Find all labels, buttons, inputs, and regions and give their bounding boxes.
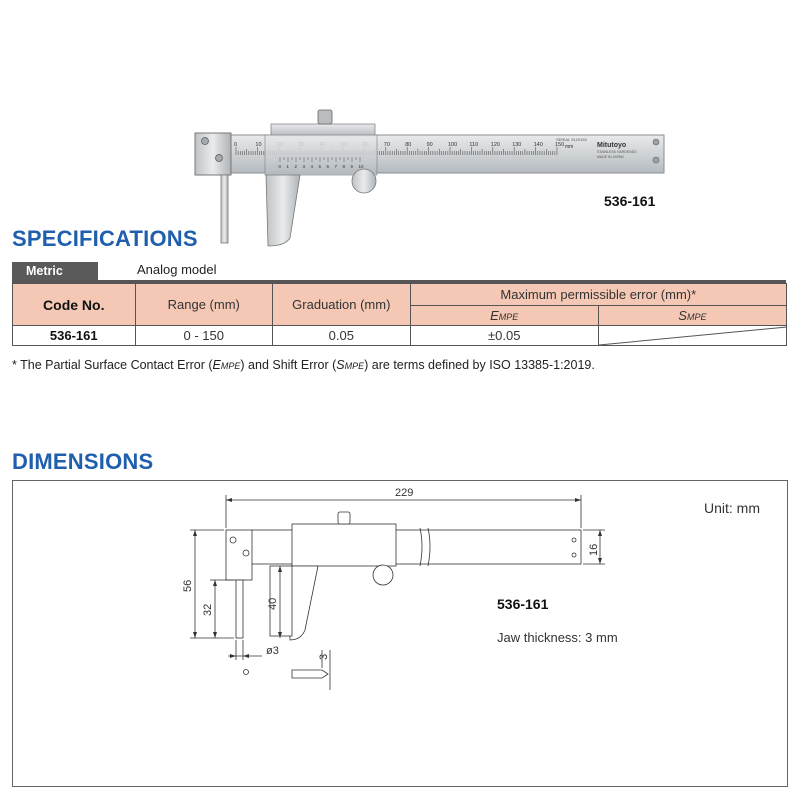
drawing-screw bbox=[229, 536, 237, 544]
footnote: * The Partial Surface Contact Error (EMP… bbox=[12, 358, 595, 372]
specifications-heading: SPECIFICATIONS bbox=[12, 226, 198, 251]
serial-text: SERIAL 9120163 bbox=[556, 137, 588, 142]
header-graduation: Graduation (mm) bbox=[272, 283, 411, 326]
scale-label: 110 bbox=[469, 142, 478, 148]
vernier-label: 2 bbox=[295, 164, 298, 169]
header-empe: EMPE bbox=[409, 305, 599, 326]
scale-label: 70 bbox=[384, 142, 390, 148]
drawing-screw bbox=[571, 552, 577, 558]
break-mark bbox=[419, 527, 431, 567]
product-model-number: 536-161 bbox=[604, 193, 656, 209]
scale-label: 10 bbox=[255, 142, 261, 148]
dim-label-40: 40 bbox=[267, 598, 279, 610]
unit-label: Unit: mm bbox=[704, 500, 760, 516]
screw bbox=[652, 156, 660, 164]
drawing-pin bbox=[235, 579, 244, 639]
cell-range: 0 - 150 bbox=[134, 325, 274, 346]
metric-underline bbox=[12, 280, 786, 283]
model-type-label: Analog model bbox=[137, 262, 217, 277]
header-range: Range (mm) bbox=[134, 283, 274, 326]
drawing-slider bbox=[291, 523, 397, 567]
vernier-label: 5 bbox=[319, 164, 322, 169]
drawing-jaw bbox=[287, 565, 319, 641]
cell-smpe bbox=[597, 325, 788, 346]
vernier-label: 1 bbox=[287, 164, 290, 169]
screw bbox=[201, 137, 209, 145]
slider-body bbox=[264, 134, 378, 176]
cell-graduation: 0.05 bbox=[272, 325, 411, 346]
moving-jaw bbox=[265, 174, 301, 247]
drawing-screw bbox=[242, 549, 250, 557]
smpe-diagonal bbox=[598, 326, 787, 346]
header-smpe: SMPE bbox=[597, 305, 788, 326]
made-in-text: MADE IN JAPAN bbox=[597, 155, 624, 159]
drawing-lock-screw bbox=[337, 511, 351, 525]
dimensions-box bbox=[12, 480, 788, 787]
vernier-label: 10 bbox=[359, 164, 365, 169]
scale-label: 100 bbox=[448, 142, 457, 148]
pin-cross-section bbox=[243, 669, 249, 675]
dimensions-heading: DIMENSIONS bbox=[12, 449, 154, 474]
scale-label: 150 bbox=[555, 142, 564, 148]
drawing-screw bbox=[571, 537, 577, 543]
scale-unit-label: mm bbox=[565, 144, 573, 150]
slider-top bbox=[270, 123, 376, 137]
metric-tag: Metric bbox=[12, 262, 98, 280]
scale-label: 130 bbox=[512, 142, 521, 148]
screw bbox=[215, 154, 223, 162]
jaw-section bbox=[291, 669, 329, 679]
jaw-thickness-label: Jaw thickness: 3 mm bbox=[497, 630, 618, 645]
fixed-head bbox=[194, 132, 232, 176]
vernier-label: 3 bbox=[303, 164, 306, 169]
drawing-roller bbox=[372, 564, 394, 586]
stainless-text: STAINLESS HARDENED bbox=[597, 150, 637, 154]
dim-label-56: 56 bbox=[182, 580, 194, 592]
vernier-ticks bbox=[279, 157, 361, 162]
product-photo: 0102030405060708090100110120130140150 mm… bbox=[194, 109, 665, 247]
scale-label: 80 bbox=[405, 142, 411, 148]
scale-label: 120 bbox=[491, 142, 500, 148]
dim-label-jaw-thk: 3 bbox=[318, 654, 330, 660]
thumb-roller bbox=[351, 168, 377, 194]
dim-label-32: 32 bbox=[202, 604, 214, 616]
brand-logo: Mitutoyo bbox=[597, 142, 626, 149]
vernier-label: 0 bbox=[279, 164, 282, 169]
table-row: 536-161 0 - 150 0.05 ±0.05 bbox=[12, 325, 788, 346]
screw bbox=[652, 138, 660, 146]
header-code-no: Code No. bbox=[12, 283, 136, 326]
cell-code: 536-161 bbox=[12, 325, 136, 346]
scale-label: 140 bbox=[534, 142, 543, 148]
dim-label-dia: ø3 bbox=[266, 645, 279, 657]
cell-empe: ±0.05 bbox=[409, 325, 599, 346]
vernier-label: 6 bbox=[327, 164, 330, 169]
dim-label-16: 16 bbox=[588, 544, 600, 556]
lock-screw bbox=[317, 109, 333, 125]
vernier-label: 4 bbox=[311, 164, 314, 169]
dimensions-model-number: 536-161 bbox=[497, 596, 549, 612]
scale-label: 90 bbox=[427, 142, 433, 148]
vernier-label: 8 bbox=[343, 164, 346, 169]
header-mpe: Maximum permissible error (mm)* bbox=[409, 283, 788, 306]
drawing-jaw-inner bbox=[269, 565, 293, 637]
dim-label-229: 229 bbox=[395, 487, 413, 499]
specifications-table: Code No. Range (mm) Graduation (mm) Maxi… bbox=[12, 283, 788, 346]
vernier-label: 7 bbox=[335, 164, 338, 169]
vernier-label: 9 bbox=[351, 164, 354, 169]
contact-pin bbox=[220, 174, 229, 244]
scale-label: 0 bbox=[234, 142, 237, 148]
dimension-drawing: 229 16 56 32 40 ø3 3 bbox=[182, 487, 605, 690]
